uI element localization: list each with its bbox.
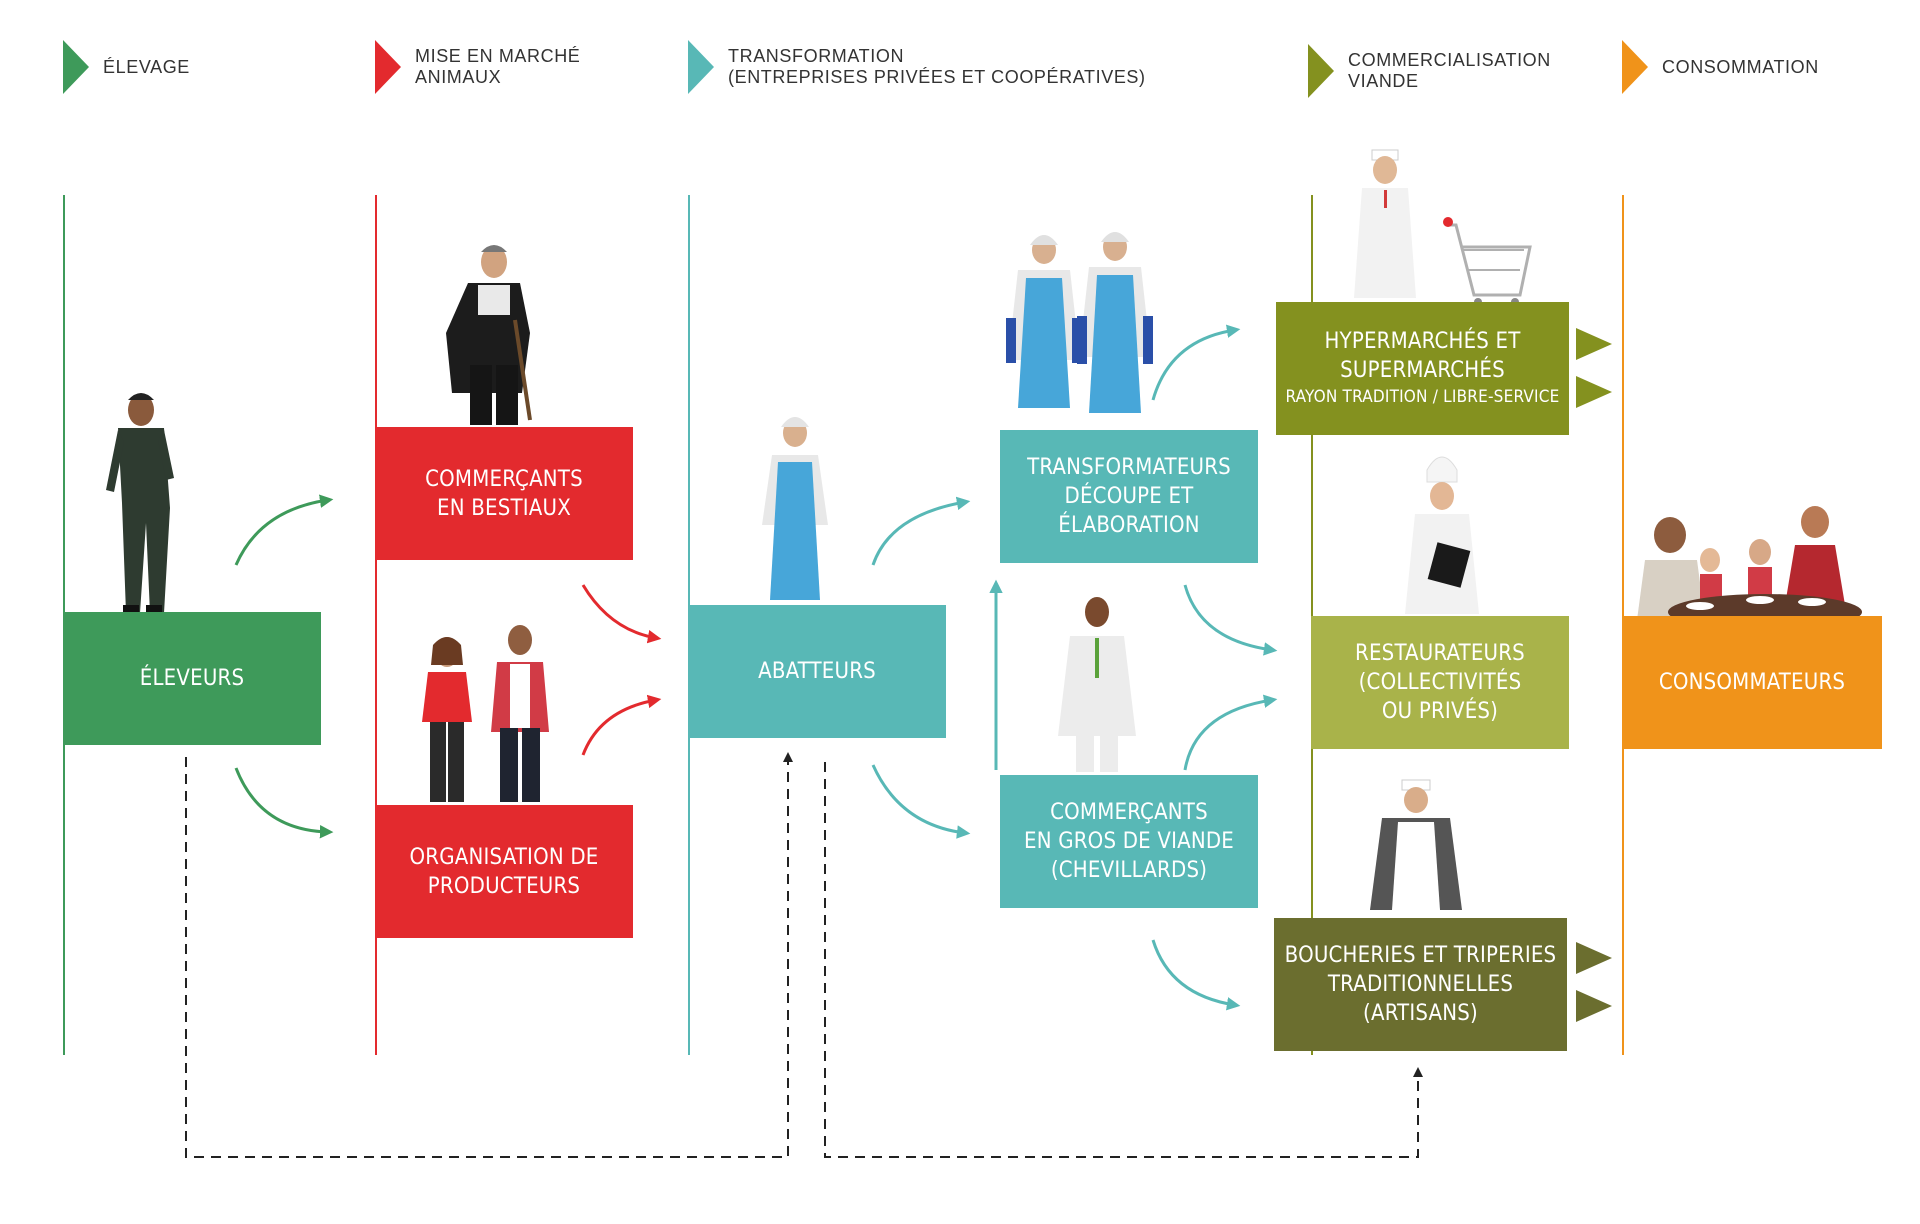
family-dining-illustration — [1637, 506, 1862, 630]
stage-marker-icon — [1308, 44, 1334, 98]
stage-label: Élevage — [103, 56, 190, 77]
box-hypermarches: HYPERMARCHÉS ET SUPERMARCHÉS RAYON TRADI… — [1276, 302, 1569, 435]
box-label: OU PRIVÉS) — [1381, 699, 1499, 724]
dashed-links — [185, 752, 1423, 1158]
box-boucheries: BOUCHERIES ET TRIPERIES TRADITIONNELLES … — [1274, 918, 1567, 1051]
chef-illustration — [1405, 456, 1479, 614]
butcher-illustration — [1370, 779, 1462, 910]
box-label: COMMERÇANTS — [425, 466, 583, 492]
stage-label-line2: animaux — [415, 67, 502, 87]
box-label: RESTAURATEURS — [1355, 641, 1525, 666]
stage-label: Mise en marché — [415, 46, 581, 66]
wholesaler-illustration — [1058, 597, 1136, 772]
processors-illustration — [1006, 232, 1153, 413]
box-label: DÉCOUPE ET — [1064, 484, 1194, 509]
stage-mise-en-marche: Mise en marchéanimaux — [375, 40, 580, 94]
box-restaurateurs: RESTAURATEURS (COLLECTIVITÉS OU PRIVÉS) — [1311, 616, 1569, 749]
column-divider — [375, 195, 377, 1055]
box-sublabel: RAYON TRADITION / LIBRE-SERVICE — [1285, 387, 1560, 407]
stage-marker-icon — [375, 40, 401, 94]
box-consommateurs: CONSOMMATEURS — [1622, 616, 1882, 749]
box-chevillards: COMMERÇANTS EN GROS DE VIANDE (CHEVILLAR… — [1000, 775, 1258, 908]
box-label: (ARTISANS) — [1363, 1001, 1478, 1026]
farmer-illustration — [106, 393, 174, 613]
stage-label-line2: viande — [1348, 71, 1419, 91]
livestock-trader-illustration — [446, 245, 532, 425]
stage-marker-icon — [1622, 40, 1648, 94]
box-label: EN BESTIAUX — [437, 495, 571, 521]
output-markers — [1576, 328, 1612, 1022]
box-label: ÉLABORATION — [1058, 513, 1200, 538]
stage-label: Transformation — [728, 46, 905, 66]
box-label: TRANSFORMATEURS — [1027, 455, 1231, 480]
box-label: BOUCHERIES ET TRIPERIES — [1284, 943, 1557, 968]
box-label: TRADITIONNELLES — [1327, 972, 1514, 997]
box-label: EN GROS DE VIANDE — [1024, 829, 1234, 854]
producers-illustration — [422, 625, 549, 802]
stage-marker-icon — [688, 40, 714, 94]
stage-marker-icon — [63, 40, 89, 94]
box-label: (CHEVILLARDS) — [1050, 858, 1208, 883]
flow-arrows — [234, 324, 1278, 1011]
stage-label-line2: (entreprises privées et coopératives) — [728, 67, 1146, 87]
slaughterer-illustration — [762, 417, 828, 600]
stage-commercialisation: Commercialisationviande — [1308, 44, 1551, 98]
box-label: (COLLECTIVITÉS — [1358, 670, 1522, 695]
stage-transformation: Transformation(entreprises privées et co… — [688, 40, 1146, 94]
box-abatteurs: ABATTEURS — [688, 605, 946, 738]
box-label: ABATTEURS — [758, 659, 876, 684]
box-label: SUPERMARCHÉS — [1340, 358, 1505, 383]
stage-label: Commercialisation — [1348, 50, 1551, 70]
box-transformateurs: TRANSFORMATEURS DÉCOUPE ET ÉLABORATION — [1000, 430, 1258, 563]
stage-label: Consommation — [1662, 56, 1819, 77]
stage-elevage: Élevage — [63, 40, 190, 94]
box-label: COMMERÇANTS — [1050, 800, 1208, 825]
box-label: CONSOMMATEURS — [1658, 670, 1846, 695]
stage-consommation: Consommation — [1622, 40, 1819, 94]
box-label: ÉLEVEURS — [139, 666, 245, 691]
box-label: PRODUCTEURS — [427, 873, 581, 899]
box-organisation-producteurs: ORGANISATION DE PRODUCTEURS — [375, 805, 633, 938]
box-commercants-bestiaux: COMMERÇANTS EN BESTIAUX — [375, 427, 633, 560]
supermarket-clerk-illustration — [1354, 149, 1416, 298]
box-label: HYPERMARCHÉS ET — [1324, 329, 1521, 354]
box-eleveurs: ÉLEVEURS — [63, 612, 321, 745]
box-label: ORGANISATION DE — [409, 844, 599, 870]
shopping-cart-icon — [1443, 217, 1532, 306]
